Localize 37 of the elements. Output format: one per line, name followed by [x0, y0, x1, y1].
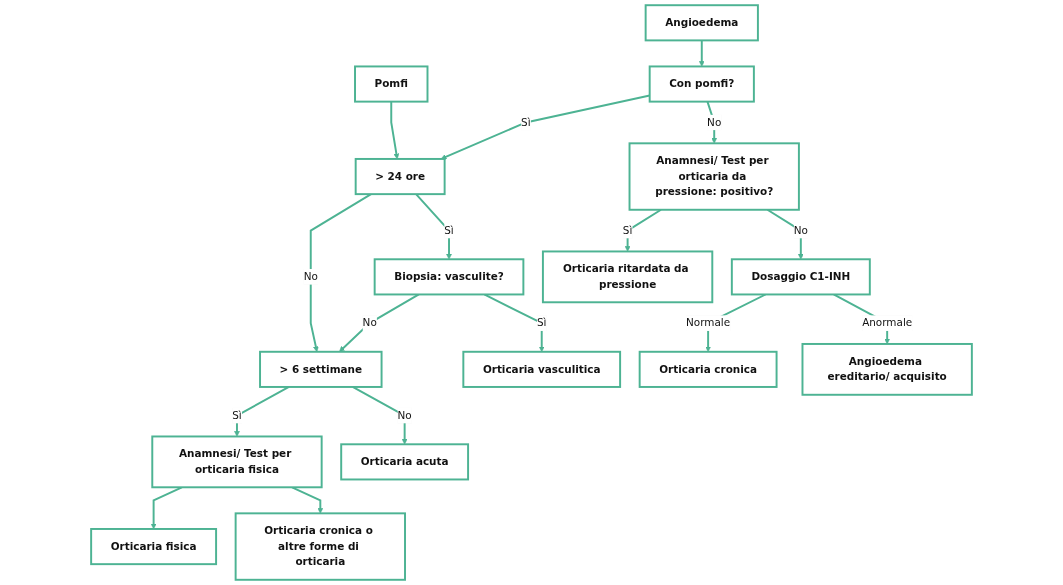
node-box: Orticaria ritardata da pressione — [541, 250, 714, 304]
arrow — [339, 293, 420, 353]
arrow — [390, 100, 400, 160]
arrow — [698, 39, 705, 67]
edge-label: No — [707, 115, 722, 129]
edge-label: Sì — [444, 224, 454, 237]
edge-label: No — [303, 270, 318, 283]
edge-label: Normale — [686, 316, 731, 329]
edge-label: No — [397, 409, 412, 422]
node-box: > 24 ore — [354, 157, 446, 196]
node-box: Orticaria cronica — [638, 350, 778, 388]
node-box: Orticaria vasculitica — [462, 350, 622, 388]
arrow — [150, 486, 183, 530]
arrow — [415, 193, 452, 260]
node-box: Biopsia: vasculite? — [373, 258, 525, 296]
node-box: Orticaria acuta — [340, 443, 470, 481]
edge-label: Sì — [232, 409, 242, 422]
edge-label: Sì — [622, 224, 633, 237]
arrow — [624, 208, 662, 252]
node-box: Orticaria fisica — [90, 528, 218, 566]
arrow — [309, 193, 373, 353]
node-box: Angioedema — [644, 4, 759, 42]
edge-label: No — [793, 224, 808, 237]
node-box: Anamnesi/ Test per orticaria fisica — [151, 435, 323, 489]
node-box: Pomfi — [354, 65, 429, 103]
edge-label: Sì — [536, 316, 547, 329]
node-box: Dosaggio C1-INH — [730, 258, 871, 296]
edge-label: No — [362, 316, 377, 329]
node-box: > 6 settimane — [259, 350, 383, 388]
node-box: Orticaria cronica o altre forme di orticaria — [234, 512, 406, 581]
node-box: Con pomfi? — [648, 65, 755, 103]
node-box: Anamnesi/ Test per orticaria da pressione: positivo? — [628, 142, 800, 211]
arrow — [291, 486, 324, 514]
edge-label: Sì — [521, 115, 531, 129]
node-box: Angioedema ereditario/ acquisito — [801, 343, 973, 396]
arrow — [483, 293, 545, 353]
edge-label: Anormale — [862, 316, 913, 329]
